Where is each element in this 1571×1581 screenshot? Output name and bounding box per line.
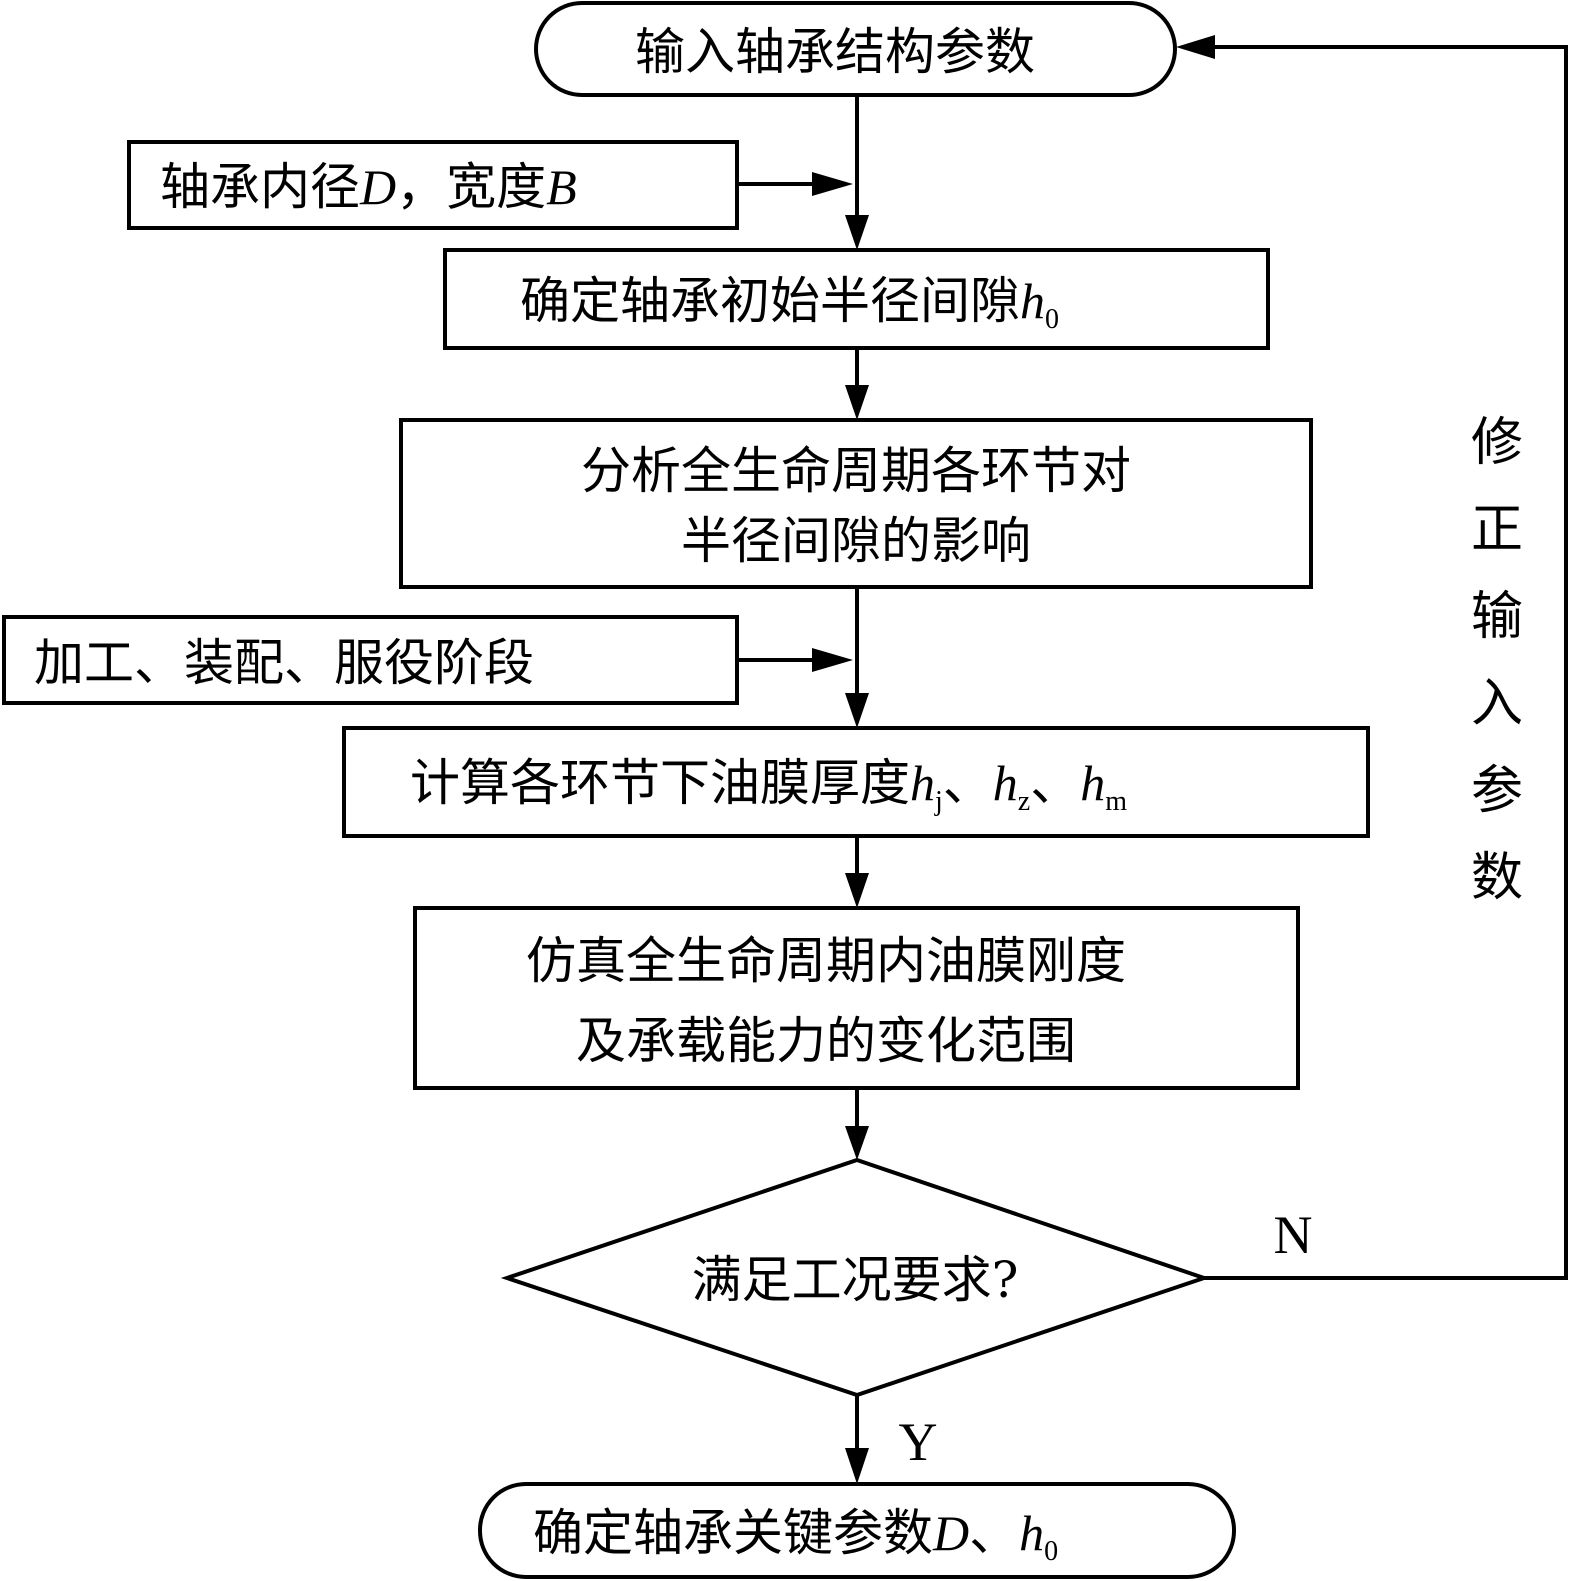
- end-node: 确定轴承关键参数D、h0: [478, 1482, 1236, 1579]
- end-label: 确定轴承关键参数: [533, 1504, 933, 1562]
- arrowhead-down-thickness: [845, 693, 869, 728]
- simulate-line2: 及承载能力的变化范围: [576, 1012, 1076, 1070]
- analyze-node: 分析全生命周期各环节对 半径间隙的影响: [399, 418, 1313, 589]
- input-dimensions-sep: ，宽度: [396, 158, 546, 216]
- clearance-box: [443, 248, 1270, 350]
- decision-label: 满足工况要求?: [692, 1251, 1019, 1309]
- branch-no-label: N: [1274, 1205, 1313, 1265]
- feedback-char: 修: [1471, 413, 1523, 473]
- decision-diamond: [500, 1157, 1211, 1398]
- input-dimensions-node: 轴承内径D，宽度B: [127, 140, 739, 230]
- var-d: D: [359, 159, 396, 215]
- thickness-label: 计算各环节下油膜厚度: [410, 754, 910, 812]
- thickness-box: [342, 726, 1370, 838]
- feedback-label: 修 正 输 入 参 数: [1471, 413, 1523, 908]
- var-hm: h: [1080, 755, 1105, 811]
- analyze-box: [399, 418, 1313, 589]
- end-terminal-shape: [478, 1482, 1236, 1579]
- input-dimensions-box: [127, 140, 739, 230]
- arrowhead-right-dim: [812, 172, 853, 196]
- analyze-line2: 半径间隙的影响: [681, 512, 1031, 570]
- start-label: 输入轴承结构参数: [635, 23, 1035, 81]
- thickness-text: 计算各环节下油膜厚度hj、hz、hm: [410, 754, 1127, 817]
- clearance-node: 确定轴承初始半径间隙h0: [443, 248, 1270, 350]
- start-node: 输入轴承结构参数: [534, 1, 1177, 97]
- branch-yes-label: Y: [899, 1412, 938, 1472]
- arrowhead-down-clearance: [845, 215, 869, 250]
- arrowhead-left-start: [1176, 35, 1215, 59]
- connector-feedback-loop: [1204, 45, 1568, 1280]
- arrowhead-down-simulate: [845, 873, 869, 908]
- var-hj: h: [910, 755, 935, 811]
- feedback-char: 输: [1471, 587, 1523, 647]
- clearance-label: 确定轴承初始半径间隙: [520, 272, 1020, 330]
- var-d-end: D: [932, 1505, 969, 1561]
- input-dimensions-label: 轴承内径: [160, 158, 360, 216]
- arrowheads: [812, 35, 1215, 1484]
- thickness-node: 计算各环节下油膜厚度hj、hz、hm: [342, 726, 1370, 838]
- feedback-char: 数: [1471, 848, 1523, 908]
- input-dimensions-text: 轴承内径D，宽度B: [160, 158, 577, 216]
- thickness-sep2: 、: [1030, 754, 1080, 812]
- clearance-text: 确定轴承初始半径间隙h0: [520, 272, 1059, 335]
- feedback-char: 入: [1471, 674, 1523, 734]
- var-hz: h: [993, 755, 1018, 811]
- connectors: [737, 45, 1568, 1455]
- var-b: B: [546, 159, 577, 215]
- var-h0: h: [1020, 273, 1045, 329]
- input-stages-label: 加工、装配、服役阶段: [34, 634, 534, 692]
- feedback-char: 参: [1471, 761, 1523, 821]
- var-h-end: h: [1019, 1505, 1044, 1561]
- arrowhead-right-stages: [812, 648, 853, 672]
- end-text: 确定轴承关键参数D、h0: [533, 1504, 1058, 1567]
- arrowhead-down-end: [845, 1448, 869, 1484]
- thickness-sep1: 、: [943, 754, 993, 812]
- sub-z: z: [1018, 786, 1030, 817]
- arrowhead-down-decision: [845, 1126, 869, 1160]
- simulate-box: [413, 906, 1300, 1090]
- sub-j: j: [934, 786, 943, 817]
- input-stages-box: [2, 615, 739, 705]
- decision-node: 满足工况要求?: [500, 1157, 1211, 1398]
- sub-0: 0: [1045, 304, 1059, 335]
- sub-m: m: [1105, 786, 1127, 817]
- start-terminal-shape: [534, 1, 1177, 97]
- arrowhead-down-analyze: [845, 385, 869, 420]
- simulate-node: 仿真全生命周期内油膜刚度 及承载能力的变化范围: [413, 906, 1300, 1090]
- simulate-line1: 仿真全生命周期内油膜刚度: [526, 932, 1126, 990]
- sub-0-end: 0: [1044, 1536, 1058, 1567]
- input-stages-node: 加工、装配、服役阶段: [2, 615, 739, 705]
- end-sep: 、: [969, 1504, 1019, 1562]
- analyze-line1: 分析全生命周期各环节对: [581, 442, 1131, 500]
- feedback-char: 正: [1471, 500, 1523, 560]
